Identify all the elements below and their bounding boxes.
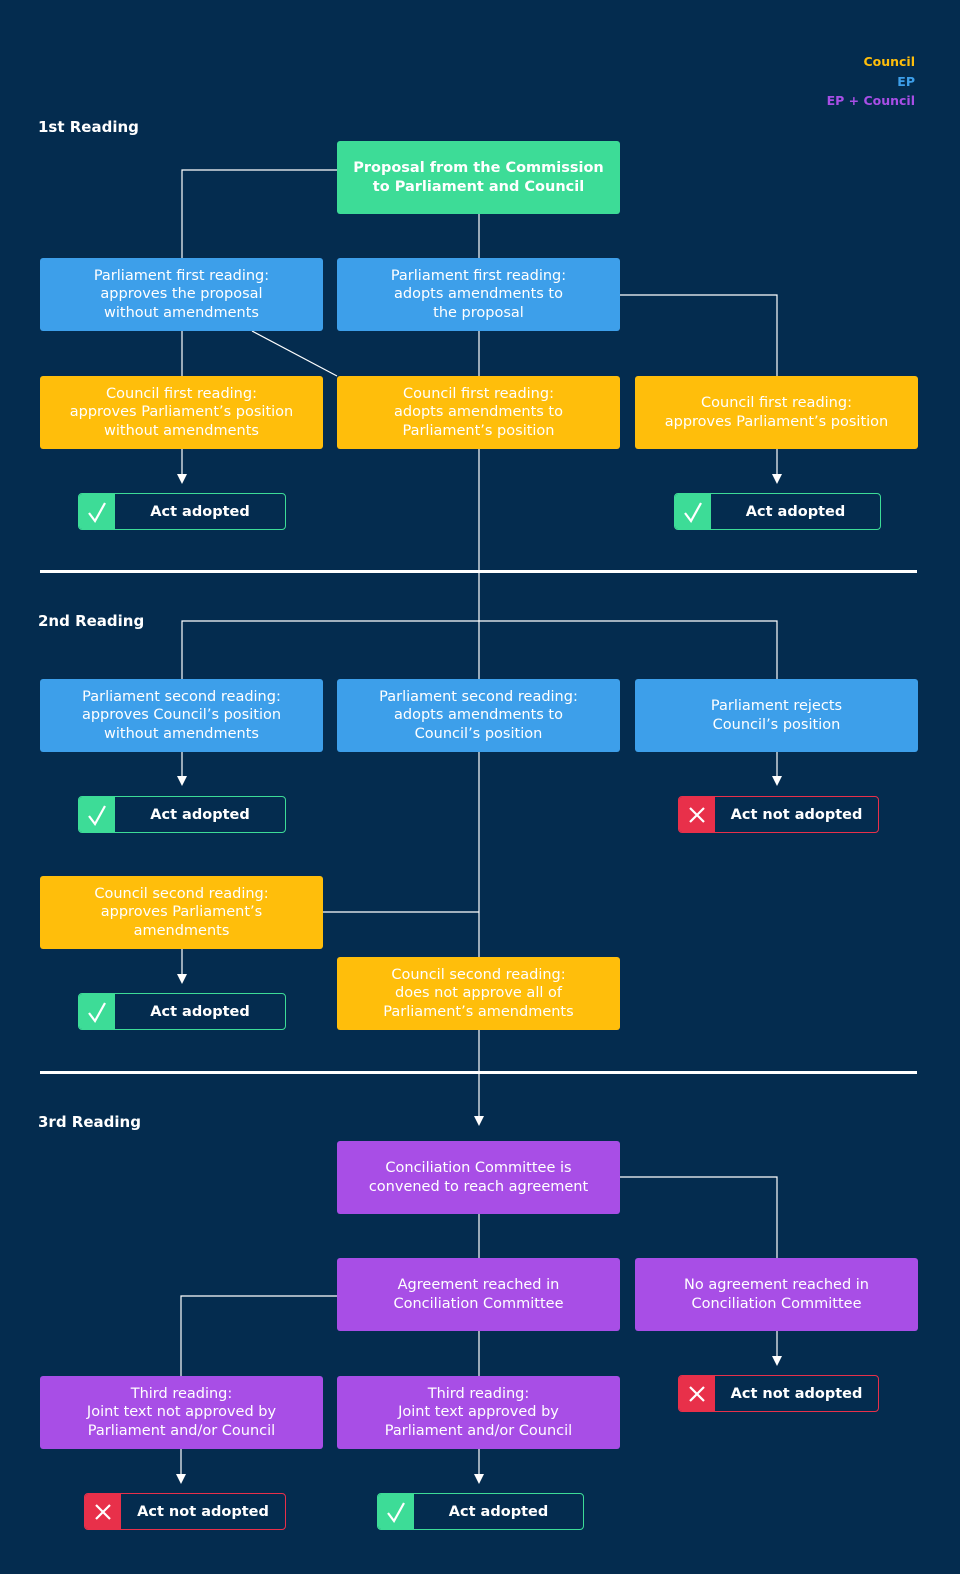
box-text: Parliament rejects Council’s position (710, 698, 843, 733)
result-act-not-adopted: Act not adopted (84, 1493, 286, 1530)
box-text: Council first reading: approves Parliame… (664, 395, 889, 430)
box-council-first-no-amendments: Council first reading: approves Parliame… (40, 376, 323, 449)
box-council-second-approves: Council second reading: approves Parliam… (40, 876, 323, 949)
result-label: Act adopted (150, 503, 250, 520)
box-text: Parliament first reading: approves the p… (93, 267, 270, 321)
result-act-adopted: Act adopted (377, 1493, 584, 1530)
cross-icon (679, 797, 715, 832)
box-ep-second-rejects: Parliament rejects Council’s position (635, 679, 918, 752)
box-text: No agreement reached in Conciliation Com… (684, 1277, 869, 1312)
legend-ep: EP (897, 73, 915, 89)
check-icon (79, 797, 115, 832)
box-ep-first-no-amendments: Parliament first reading: approves the p… (40, 258, 323, 331)
box-council-first-approves: Council first reading: approves Parliame… (635, 376, 918, 449)
box-ep-second-no-amendments: Parliament second reading: approves Coun… (40, 679, 323, 752)
box-text: Parliament first reading: adopts amendme… (390, 267, 567, 321)
check-icon (79, 994, 115, 1029)
divider-second-third (40, 1071, 917, 1074)
result-act-not-adopted: Act not adopted (678, 796, 879, 833)
legend-ep-council: EP + Council (826, 93, 915, 108)
box-text: Proposal from the Commission to Parliame… (353, 160, 604, 195)
cross-icon (85, 1494, 121, 1529)
legend-council: Council (863, 54, 915, 69)
box-text: Agreement reached in Conciliation Commit… (393, 1277, 564, 1312)
box-third-not-approved: Third reading: Joint text not approved b… (40, 1376, 323, 1449)
result-label: Act not adopted (137, 1503, 269, 1520)
result-act-adopted: Act adopted (78, 993, 286, 1030)
check-icon (675, 494, 711, 529)
result-act-adopted: Act adopted (674, 493, 881, 530)
box-commission-proposal: Proposal from the Commission to Parliame… (337, 141, 620, 214)
box-text: Conciliation Committee is convened to re… (368, 1160, 589, 1195)
result-act-adopted: Act adopted (78, 796, 286, 833)
box-text: Third reading: Joint text approved by Pa… (384, 1385, 573, 1439)
box-text: Council second reading: approves Parliam… (94, 885, 269, 939)
result-label: Act not adopted (730, 806, 863, 823)
check-icon (79, 494, 115, 529)
result-label: Act adopted (150, 806, 250, 823)
heading-third-reading: 3rd Reading (38, 1113, 141, 1131)
legend: Council EP EP + Council (827, 52, 915, 111)
result-label: Act adopted (150, 1003, 250, 1020)
heading-first-reading: 1st Reading (38, 118, 139, 136)
box-conciliation-convened: Conciliation Committee is convened to re… (337, 1141, 620, 1214)
box-no-agreement: No agreement reached in Conciliation Com… (635, 1258, 918, 1331)
check-icon (378, 1494, 414, 1529)
result-label: Act adopted (745, 503, 846, 520)
result-act-not-adopted: Act not adopted (678, 1375, 879, 1412)
result-act-adopted: Act adopted (78, 493, 286, 530)
box-agreement-reached: Agreement reached in Conciliation Commit… (337, 1258, 620, 1331)
box-text: Council second reading: does not approve… (383, 966, 574, 1020)
box-third-approved: Third reading: Joint text approved by Pa… (337, 1376, 620, 1449)
box-text: Council first reading: adopts amendments… (394, 385, 563, 439)
result-label: Act adopted (448, 1503, 549, 1520)
box-text: Parliament second reading: adopts amendm… (379, 688, 578, 742)
box-text: Council first reading: approves Parliame… (69, 385, 294, 439)
heading-second-reading: 2nd Reading (38, 612, 145, 630)
cross-icon (679, 1376, 715, 1411)
box-council-first-amendments: Council first reading: adopts amendments… (337, 376, 620, 449)
box-ep-first-amendments: Parliament first reading: adopts amendme… (337, 258, 620, 331)
divider-first-second (40, 570, 917, 573)
box-text: Third reading: Joint text not approved b… (86, 1385, 277, 1439)
box-council-second-not-all: Council second reading: does not approve… (337, 957, 620, 1030)
box-ep-second-amendments: Parliament second reading: adopts amendm… (337, 679, 620, 752)
box-text: Parliament second reading: approves Coun… (81, 688, 282, 742)
result-label: Act not adopted (730, 1385, 863, 1402)
